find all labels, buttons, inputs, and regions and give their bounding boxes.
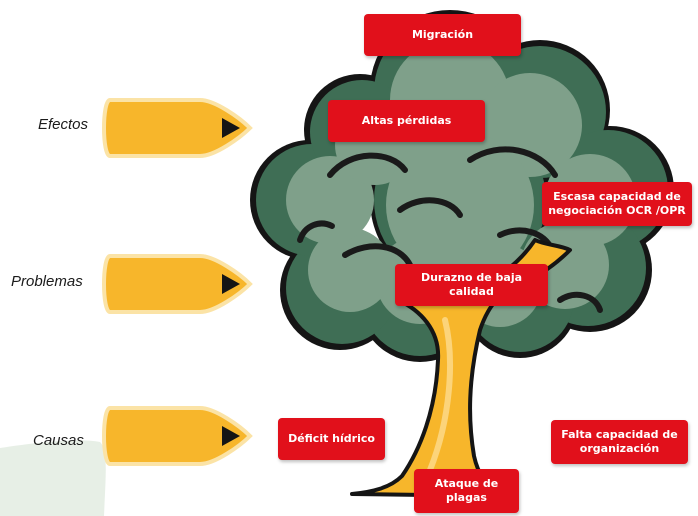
box-ataque-plagas: Ataque de plagas [414,469,519,513]
box-migracion: Migración [364,14,521,56]
arrow-causas [102,406,253,466]
ground-mound [0,440,106,516]
box-altas-perdidas: Altas pérdidas [328,100,485,142]
arrow-problemas [102,254,253,314]
row-label-problemas: Problemas [11,273,83,290]
row-label-causas: Causas [33,432,84,449]
box-durazno-baja-calidad: Durazno de baja calidad [395,264,548,306]
row-label-efectos: Efectos [38,116,89,133]
box-escasa-capacidad-negociacion: Escasa capacidad de negociación OCR /OPR [542,182,692,226]
box-deficit-hidrico: Déficit hídrico [278,418,385,460]
arrow-efectos [102,98,253,158]
box-falta-capacidad-organizacion: Falta capacidad de organización [551,420,688,464]
